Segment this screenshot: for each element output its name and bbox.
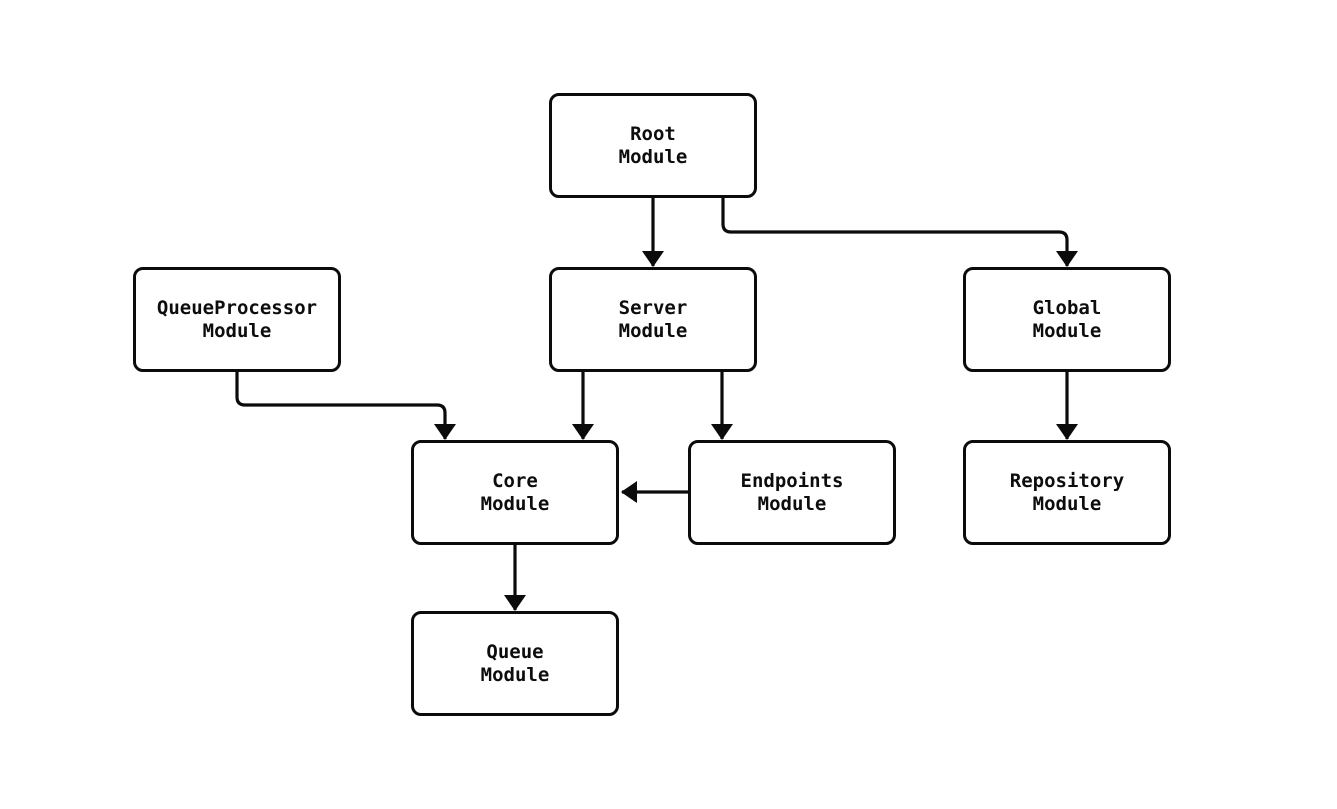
node-root-module: Root Module [549,93,757,198]
edge-queueprocessor-to-core [235,372,456,440]
node-label-line2: Module [1032,319,1102,342]
node-label-line1: Global [1032,296,1102,319]
node-label-line1: Root [630,122,676,145]
node-queueprocessor-module: QueueProcessor Module [133,267,341,372]
node-label-line2: Module [618,145,688,168]
edge-root-to-global [721,198,1078,267]
node-endpoints-module: Endpoints Module [688,440,896,545]
node-label-line2: Module [618,319,688,342]
node-server-module: Server Module [549,267,757,372]
node-global-module: Global Module [963,267,1171,372]
node-label-line2: Module [202,319,272,342]
node-label-line1: Repository [1009,469,1125,492]
node-label-line2: Module [757,492,827,515]
node-label-line2: Module [1032,492,1102,515]
node-label-line1: QueueProcessor [156,296,318,319]
node-core-module: Core Module [411,440,619,545]
node-label-line1: Server [618,296,688,319]
node-label-line1: Endpoints [740,469,844,492]
node-repository-module: Repository Module [963,440,1171,545]
node-label-line2: Module [480,663,550,686]
node-label-line2: Module [480,492,550,515]
node-queue-module: Queue Module [411,611,619,716]
node-label-line1: Core [492,469,538,492]
node-label-line1: Queue [486,640,544,663]
